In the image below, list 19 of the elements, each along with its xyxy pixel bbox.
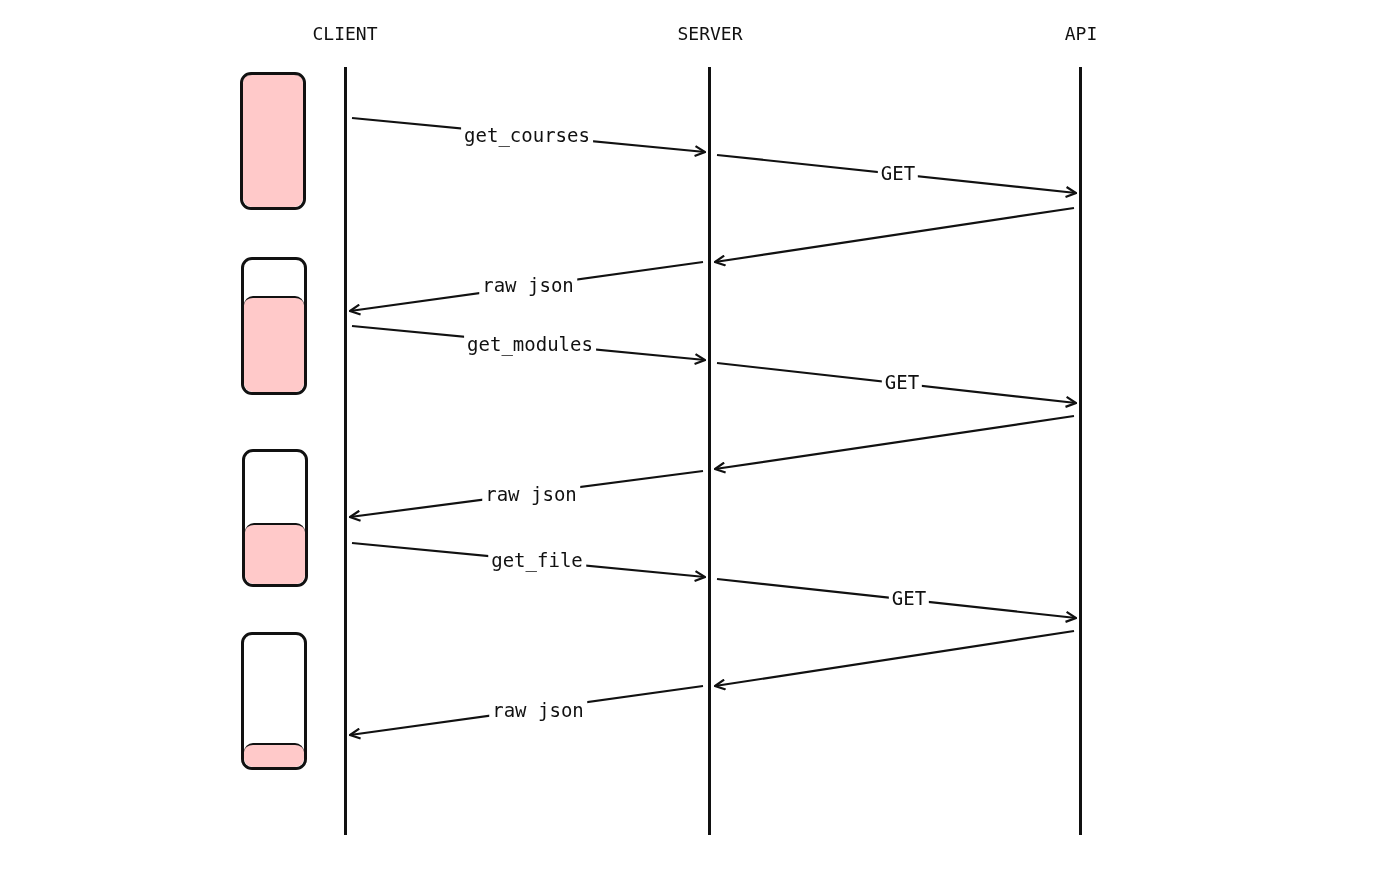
edge-label: get_modules [464,333,596,355]
edge-label: raw json [482,483,580,505]
arrow [713,414,1075,474]
arrow [713,206,1075,267]
edge-label: get_courses [461,124,593,146]
lifeline-header: API [1063,23,1099,44]
edge-label: get_file [488,549,586,571]
progress-box [240,72,306,210]
progress-box [241,257,307,395]
lifeline-header: SERVER [676,23,744,44]
arrow [713,629,1075,691]
edge-label: raw json [489,699,587,721]
arrow [716,153,1078,198]
arrow [716,361,1078,408]
arrow [716,577,1078,623]
edge-label: raw json [479,274,577,296]
progress-box [241,632,307,770]
lifeline-header: CLIENT [311,23,379,44]
progress-box [242,449,308,587]
